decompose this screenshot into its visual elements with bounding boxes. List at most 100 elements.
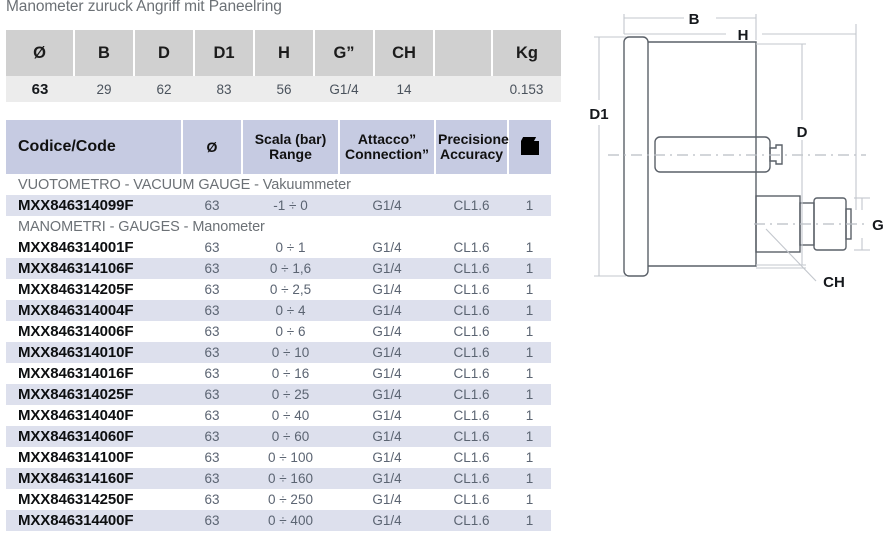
leader-line-ch — [765, 228, 817, 282]
drawing-label-b: B — [689, 11, 700, 28]
box-icon-body — [521, 140, 539, 155]
dim-value-b: 29 — [74, 76, 134, 102]
cell-connection: G1/4 — [339, 321, 435, 342]
cell-diameter: 63 — [182, 195, 242, 216]
dim-value-ch: 14 — [374, 76, 434, 102]
code-header-accuracy-line2: Accuracy — [439, 146, 504, 162]
cell-range: 0 ÷ 1,6 — [242, 258, 339, 279]
cell-product-code[interactable]: MXX846314006F — [6, 321, 182, 342]
cell-product-code[interactable]: MXX846314099F — [6, 195, 182, 216]
cell-accuracy: CL1.6 — [435, 426, 508, 447]
gauge-dimension-drawing: B H D D1 G CH — [589, 11, 884, 291]
cell-accuracy: CL1.6 — [435, 384, 508, 405]
code-header-row: Codice/Code Ø Scala (bar) Range Attacco”… — [6, 120, 551, 174]
code-table: Codice/Code Ø Scala (bar) Range Attacco”… — [6, 120, 551, 531]
cell-range: 0 ÷ 100 — [242, 447, 339, 468]
cell-range: 0 ÷ 40 — [242, 405, 339, 426]
dim-header-h: H — [254, 30, 315, 76]
cell-diameter: 63 — [182, 300, 242, 321]
cell-product-code[interactable]: MXX846314016F — [6, 363, 182, 384]
cell-qty: 1 — [508, 258, 551, 279]
cell-product-code[interactable]: MXX846314040F — [6, 405, 182, 426]
dim-header-g: G” — [314, 30, 375, 76]
code-header-connection: Attacco” Connection” — [339, 120, 436, 174]
cell-connection: G1/4 — [339, 384, 435, 405]
cell-diameter: 63 — [182, 321, 242, 342]
drawing-label-d1: D1 — [589, 106, 608, 123]
cell-accuracy: CL1.6 — [435, 405, 508, 426]
cell-accuracy: CL1.6 — [435, 237, 508, 258]
dimension-table: Ø B D D1 H G” CH Kg 63 29 62 83 56 — [6, 30, 561, 102]
cell-connection: G1/4 — [339, 447, 435, 468]
dim-value-kg: 0.153 — [492, 76, 561, 102]
cell-diameter: 63 — [182, 384, 242, 405]
section-label-row: VUOTOMETRO - VACUUM GAUGE - Vakuummeter — [6, 174, 551, 195]
cell-diameter: 63 — [182, 363, 242, 384]
technical-drawing: B H D D1 G CH — [566, 0, 896, 300]
dim-header-d1: D1 — [194, 30, 255, 76]
code-header-code: Codice/Code — [6, 120, 183, 174]
cell-product-code[interactable]: MXX846314004F — [6, 300, 182, 321]
cell-range: -1 ÷ 0 — [242, 195, 339, 216]
dim-header-blank — [434, 30, 493, 76]
drawing-label-h: H — [738, 27, 749, 44]
dim-header-ch: CH — [374, 30, 435, 76]
cell-accuracy: CL1.6 — [435, 300, 508, 321]
dim-value-d: 62 — [134, 76, 194, 102]
cell-range: 0 ÷ 16 — [242, 363, 339, 384]
cell-range: 0 ÷ 160 — [242, 468, 339, 489]
cell-product-code[interactable]: MXX846314205F — [6, 279, 182, 300]
cell-connection: G1/4 — [339, 468, 435, 489]
cell-diameter: 63 — [182, 489, 242, 510]
cell-product-code[interactable]: MXX846314250F — [6, 489, 182, 510]
nipple-outline — [769, 144, 783, 165]
cell-range: 0 ÷ 2,5 — [242, 279, 339, 300]
drawing-label-g: G — [872, 217, 884, 234]
dim-value-d1: 83 — [194, 76, 254, 102]
cell-diameter: 63 — [182, 342, 242, 363]
cell-range: 0 ÷ 1 — [242, 237, 339, 258]
cell-product-code[interactable]: MXX846314160F — [6, 468, 182, 489]
cell-accuracy: CL1.6 — [435, 510, 508, 531]
cell-qty: 1 — [508, 195, 551, 216]
cell-product-code[interactable]: MXX846314106F — [6, 258, 182, 279]
code-header-accuracy-line1: Precisione — [438, 131, 509, 148]
cell-connection: G1/4 — [339, 405, 435, 426]
cell-qty: 1 — [508, 489, 551, 510]
box-icon — [520, 136, 540, 155]
cell-diameter: 63 — [182, 426, 242, 447]
cell-connection: G1/4 — [339, 489, 435, 510]
cell-product-code[interactable]: MXX846314010F — [6, 342, 182, 363]
cell-product-code[interactable]: MXX846314100F — [6, 447, 182, 468]
cell-product-code[interactable]: MXX846314060F — [6, 426, 182, 447]
cell-product-code[interactable]: MXX846314025F — [6, 384, 182, 405]
cell-connection: G1/4 — [339, 510, 435, 531]
cell-diameter: 63 — [182, 510, 242, 531]
dim-header-diameter: Ø — [6, 30, 75, 76]
cell-product-code[interactable]: MXX846314001F — [6, 237, 182, 258]
code-header-diameter: Ø — [182, 120, 243, 174]
cell-qty: 1 — [508, 405, 551, 426]
dim-value-h: 56 — [254, 76, 314, 102]
code-header-range-line1: Scala (bar) — [254, 131, 327, 148]
cell-range: 0 ÷ 60 — [242, 426, 339, 447]
cell-qty: 1 — [508, 510, 551, 531]
cell-accuracy: CL1.6 — [435, 489, 508, 510]
cell-product-code[interactable]: MXX846314400F — [6, 510, 182, 531]
